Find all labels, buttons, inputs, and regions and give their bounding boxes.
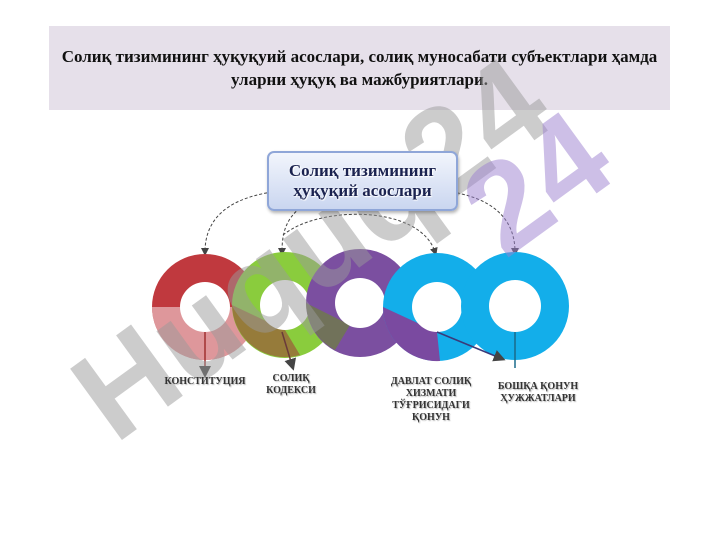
ring-blue-2 (461, 252, 569, 360)
label-other-acts: БОШҚА ҚОНУН ҲУЖЖАТЛАРИ (497, 381, 579, 404)
ring-red (152, 254, 258, 360)
label-constitution: КОНСТИТУЦИЯ (164, 376, 246, 387)
title-band: Солиқ тизимининг ҳуқуқуий асослари, соли… (49, 26, 670, 110)
slide-title: Солиқ тизимининг ҳуқуқуий асослари, соли… (61, 47, 658, 89)
label-tax-code: СОЛИҚ КОДЕКСИ (266, 373, 316, 396)
connector-arc-3 (282, 213, 438, 256)
connector-arc-4 (451, 191, 519, 256)
pointer-line-2 (281, 331, 297, 371)
ring-purple (306, 249, 414, 357)
label-tax-service-law: ДАВЛАТ СОЛИҚ ХИЗМАТИ ТЎҒРИСИДАГИ ҚОНУН (390, 376, 472, 423)
pointer-line-3 (436, 331, 506, 362)
connector-arc-2 (278, 207, 301, 256)
root-label: Солиқ тизимининг ҳуқуқий асослари (288, 161, 437, 200)
root-box: Солиқ тизимининг ҳуқуқий асослари (267, 151, 458, 211)
connector-arc-1 (201, 191, 273, 256)
ring-blue-1 (382, 253, 491, 362)
ring-green (232, 252, 338, 358)
